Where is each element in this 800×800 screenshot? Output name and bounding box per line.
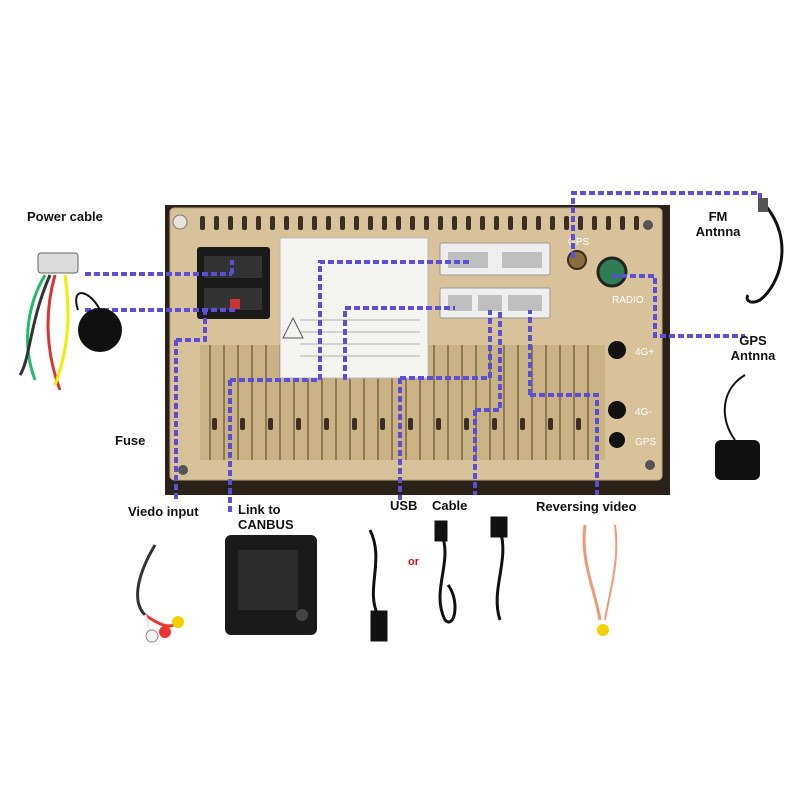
reversing-video-cable-image (582, 524, 618, 636)
video-input-cable-image (136, 544, 184, 643)
screw-top-left (172, 214, 188, 230)
svg-text:GPS: GPS (635, 437, 656, 448)
canbus-label: Link to CANBUS (238, 502, 294, 532)
fm-antenna-label: FM Antnna (695, 209, 741, 239)
4g-plus-port (608, 341, 626, 359)
reversing-video-label: Reversing video (536, 499, 637, 514)
video-input-label: Viedo input (128, 504, 199, 519)
top-vents (200, 216, 639, 230)
svg-text:RADIO: RADIO (612, 295, 644, 306)
gps-bottom-port (609, 432, 625, 448)
screw-top-right (643, 220, 653, 230)
usb-label: USB (390, 498, 418, 513)
4g-minus-port (608, 401, 626, 419)
or-label: or (408, 556, 419, 568)
svg-text:4G-: 4G- (635, 407, 652, 418)
gps-antenna-label: GPS Antnna (730, 333, 776, 363)
power-cable-label: Power cable (27, 209, 103, 224)
fuse-label: Fuse (115, 433, 146, 448)
wiring-lines (85, 191, 762, 515)
fm-antenna-image (745, 198, 784, 304)
canbus-box-image (225, 535, 317, 635)
gps-antenna-image (715, 374, 760, 480)
svg-text:GPS: GPS (568, 237, 589, 248)
radio-port (596, 256, 628, 288)
svg-text:4G+: 4G+ (635, 347, 654, 358)
screw-bottom-left (178, 465, 188, 475)
usb-cable-image (368, 516, 508, 642)
gps-port (567, 250, 587, 270)
cable-label: Cable (432, 498, 468, 513)
screw-bottom-right (645, 460, 655, 470)
power-harness-image (18, 252, 122, 391)
